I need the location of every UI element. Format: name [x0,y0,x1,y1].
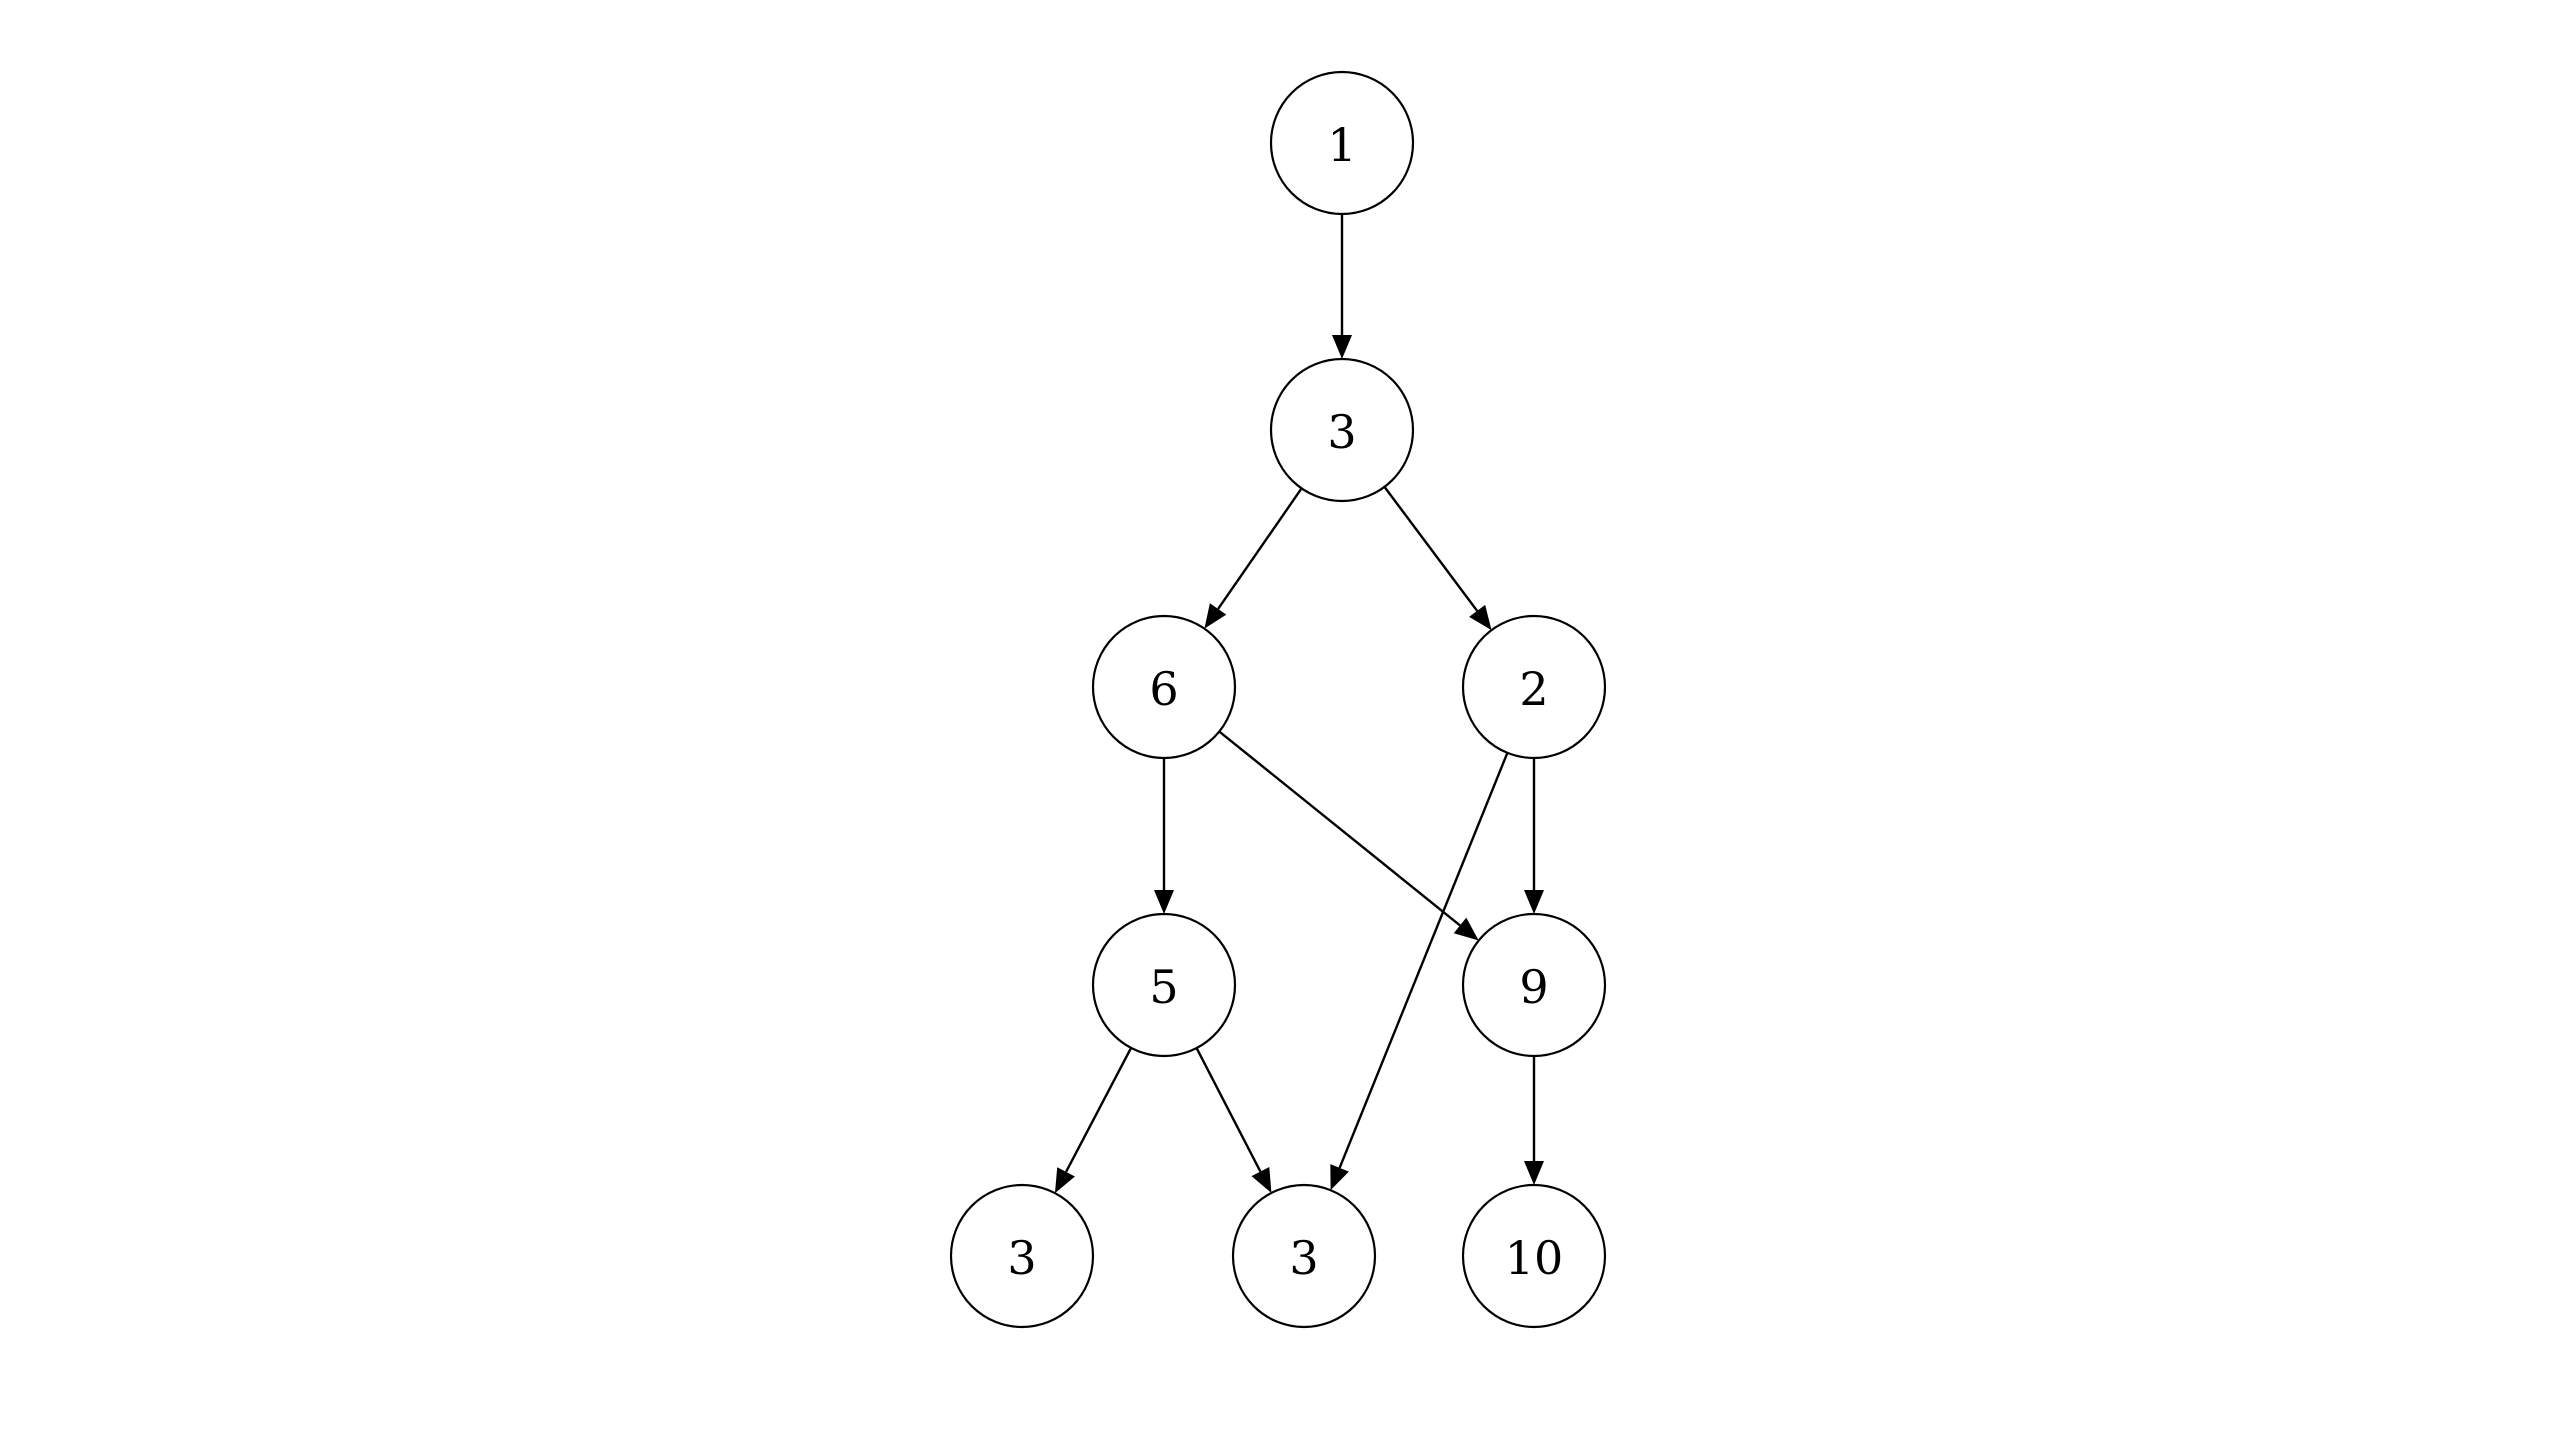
node-circle [949,1183,1095,1329]
node-label: 9 [1519,960,1548,1014]
edge-line [1338,752,1509,1169]
node-label: 6 [1149,662,1178,716]
edge-n4-n8 [1330,752,1509,1191]
arrowhead-icon [1054,1167,1075,1194]
node-circle [1091,614,1237,760]
arrowhead-icon [1330,1164,1349,1191]
edge-line [1065,1047,1133,1173]
node-circle [1231,1183,1377,1329]
graph-node-n7: 3 [949,1183,1095,1329]
graph-node-n8: 3 [1231,1183,1377,1329]
edge-n1-n2 [1332,214,1352,359]
nodes-layer: 1 3 6 2 5 9 3 3 10 [949,70,1607,1329]
arrowhead-icon [1524,890,1544,914]
arrowhead-icon [1453,917,1479,941]
edge-n4-n6 [1524,758,1544,914]
graph-node-n9: 10 [1461,1183,1607,1329]
arrowhead-icon [1204,603,1227,629]
arrowhead-icon [1251,1167,1272,1193]
edge-n5-n8 [1195,1047,1272,1193]
edge-n3-n5 [1154,758,1174,914]
arrowhead-icon [1154,890,1174,914]
node-circle [1269,357,1415,503]
edge-n3-n6 [1218,730,1479,941]
edge-line [1195,1047,1262,1173]
node-label: 3 [1327,405,1356,459]
node-label: 3 [1007,1231,1036,1285]
graph-node-n4: 2 [1461,614,1607,760]
node-circle [1461,1183,1607,1329]
node-label: 5 [1149,960,1178,1014]
graph-node-n6: 9 [1461,912,1607,1058]
edge-n6-n9 [1524,1056,1544,1185]
node-circle [1461,614,1607,760]
graph-node-n2: 3 [1269,357,1415,503]
edge-n2-n4 [1383,486,1492,631]
edge-line [1217,487,1303,610]
edge-n5-n7 [1054,1047,1133,1194]
node-label: 1 [1327,118,1356,172]
graph-node-n1: 1 [1269,70,1415,216]
edges-layer [1054,214,1544,1194]
graph-node-n3: 6 [1091,614,1237,760]
arrowhead-icon [1469,604,1492,631]
graph-node-n5: 5 [1091,912,1237,1058]
node-label: 2 [1519,662,1548,716]
node-circle [1091,912,1237,1058]
edge-line [1383,486,1479,612]
arrowhead-icon [1524,1161,1544,1185]
node-circle [1269,70,1415,216]
node-label: 3 [1289,1231,1318,1285]
node-circle [1461,912,1607,1058]
edge-line [1218,730,1461,927]
arrowhead-icon [1332,335,1352,359]
node-label: 10 [1505,1231,1564,1285]
edge-n2-n3 [1204,487,1303,629]
